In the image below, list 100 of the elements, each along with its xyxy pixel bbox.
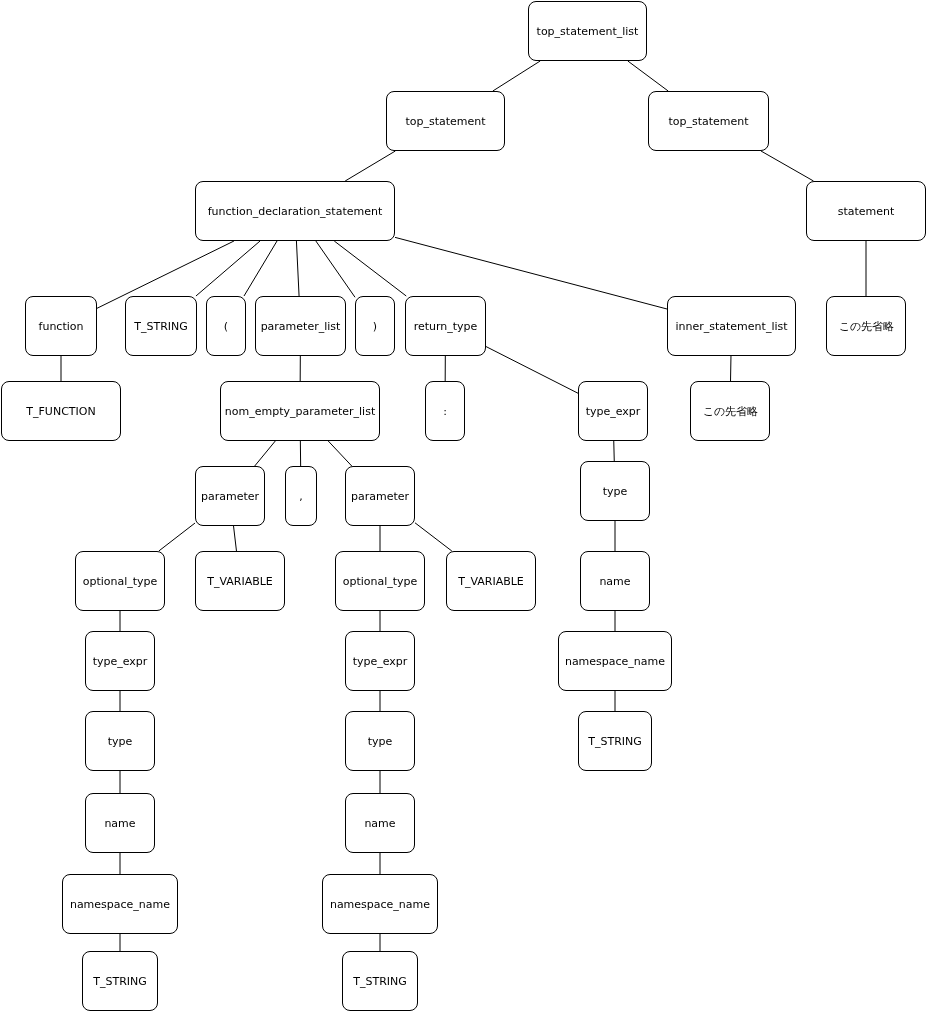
tree-node-box xyxy=(580,551,650,611)
tree-edge-line xyxy=(613,440,615,462)
tree-edge-line xyxy=(327,440,353,467)
node-label: type_expr xyxy=(92,654,148,668)
tree-edge-line xyxy=(485,346,579,394)
tree-node-box xyxy=(125,296,197,356)
node-label: この先省略 xyxy=(838,318,894,334)
tree-node-box xyxy=(806,181,926,241)
tree-edge-line xyxy=(414,522,453,552)
tree-edge-line xyxy=(333,240,407,297)
tree-edge-line xyxy=(614,690,616,712)
node-label: namespace_name xyxy=(564,654,666,668)
tree-node-box xyxy=(345,711,415,771)
tree-node-box xyxy=(335,551,425,611)
tree-node-box xyxy=(345,466,415,526)
tree-node-box xyxy=(425,381,465,441)
tree-node-box xyxy=(345,793,415,853)
tree-edge-line xyxy=(614,610,616,632)
tree-node-box xyxy=(62,874,178,934)
tree-node-box xyxy=(446,551,536,611)
tree-node-box xyxy=(345,631,415,691)
node-label: : xyxy=(443,404,447,418)
tree-edge-line xyxy=(158,522,196,552)
tree-edge-line xyxy=(379,933,381,952)
tree-edge-line xyxy=(379,610,381,632)
node-label: T_STRING xyxy=(353,974,407,988)
node-label: type_expr xyxy=(585,404,641,418)
tree-edge-line xyxy=(195,240,261,297)
tree-edge-line xyxy=(379,770,381,794)
tree-edge-line xyxy=(627,60,669,92)
node-label: optional_type xyxy=(342,574,418,588)
node-label: function xyxy=(38,319,84,333)
tree-edge-line xyxy=(614,520,616,552)
tree-node-box xyxy=(85,631,155,691)
tree-edge-line xyxy=(379,852,381,875)
tree-edge-line xyxy=(254,440,276,467)
tree-node-box xyxy=(405,296,486,356)
node-label: return_type xyxy=(413,319,478,333)
tree-edge-line xyxy=(295,240,300,297)
tree-node-box xyxy=(85,793,155,853)
tree-edge-line xyxy=(233,525,237,552)
tree-node-box xyxy=(75,551,165,611)
node-label: optional_type xyxy=(82,574,158,588)
node-label: , xyxy=(299,489,303,503)
node-label: T_STRING xyxy=(588,734,642,748)
node-label: ) xyxy=(372,319,378,333)
node-label: T_VARIABLE xyxy=(207,574,273,588)
tree-edge-line xyxy=(96,240,235,309)
node-label: type xyxy=(367,734,393,748)
tree-edge-line xyxy=(60,355,62,382)
tree-edge-line xyxy=(299,440,302,467)
tree-edge-line xyxy=(492,60,541,92)
node-label: namespace_name xyxy=(329,897,431,911)
tree-node-box xyxy=(85,711,155,771)
tree-edge-line xyxy=(394,236,668,310)
tree-node-box xyxy=(578,381,648,441)
tree-node-box xyxy=(528,1,647,61)
tree-edge-line xyxy=(865,240,867,297)
tree-node-box xyxy=(578,711,652,771)
node-label: nom_empty_parameter_list xyxy=(224,404,376,418)
tree-node-box xyxy=(195,181,395,241)
tree-node-box xyxy=(580,461,650,521)
tree-node-box xyxy=(355,296,395,356)
node-label: namespace_name xyxy=(69,897,171,911)
tree-edge-line xyxy=(344,150,396,182)
tree-node-box xyxy=(285,466,317,526)
tree-edge-line xyxy=(119,770,121,794)
node-label: top_statement xyxy=(405,114,486,128)
tree-node-box xyxy=(690,381,770,441)
tree-edge-line xyxy=(299,355,301,382)
node-label: type xyxy=(107,734,133,748)
tree-edge-line xyxy=(119,852,121,875)
tree-node-box xyxy=(667,296,796,356)
tree-node-box xyxy=(82,951,158,1011)
node-label: T_STRING xyxy=(134,319,188,333)
tree-edge-line xyxy=(444,355,446,382)
tree-edge-line xyxy=(730,355,732,382)
tree-node-box xyxy=(648,91,769,151)
node-label: ( xyxy=(223,319,229,333)
tree-edge-line xyxy=(760,150,814,182)
tree-node-box xyxy=(826,296,906,356)
node-label: T_STRING xyxy=(93,974,147,988)
node-label: top_statement xyxy=(668,114,749,128)
tree-edge-line xyxy=(379,525,381,552)
tree-node-box xyxy=(255,296,346,356)
tree-node-box xyxy=(195,466,265,526)
node-label: name xyxy=(364,816,396,830)
node-label: parameter_list xyxy=(260,319,341,333)
tree-edge-line xyxy=(315,240,356,298)
tree-node-box xyxy=(25,296,97,356)
node-label: parameter xyxy=(200,489,260,503)
tree-node-box xyxy=(195,551,285,611)
tree-node-box xyxy=(558,631,672,691)
tree-node-box xyxy=(1,381,121,441)
tree-edge-line xyxy=(379,690,381,712)
tree-edge-line xyxy=(119,610,121,632)
node-label: T_VARIABLE xyxy=(458,574,524,588)
node-label: name xyxy=(104,816,136,830)
tree-node-box xyxy=(206,296,246,356)
node-label: type_expr xyxy=(352,654,408,668)
